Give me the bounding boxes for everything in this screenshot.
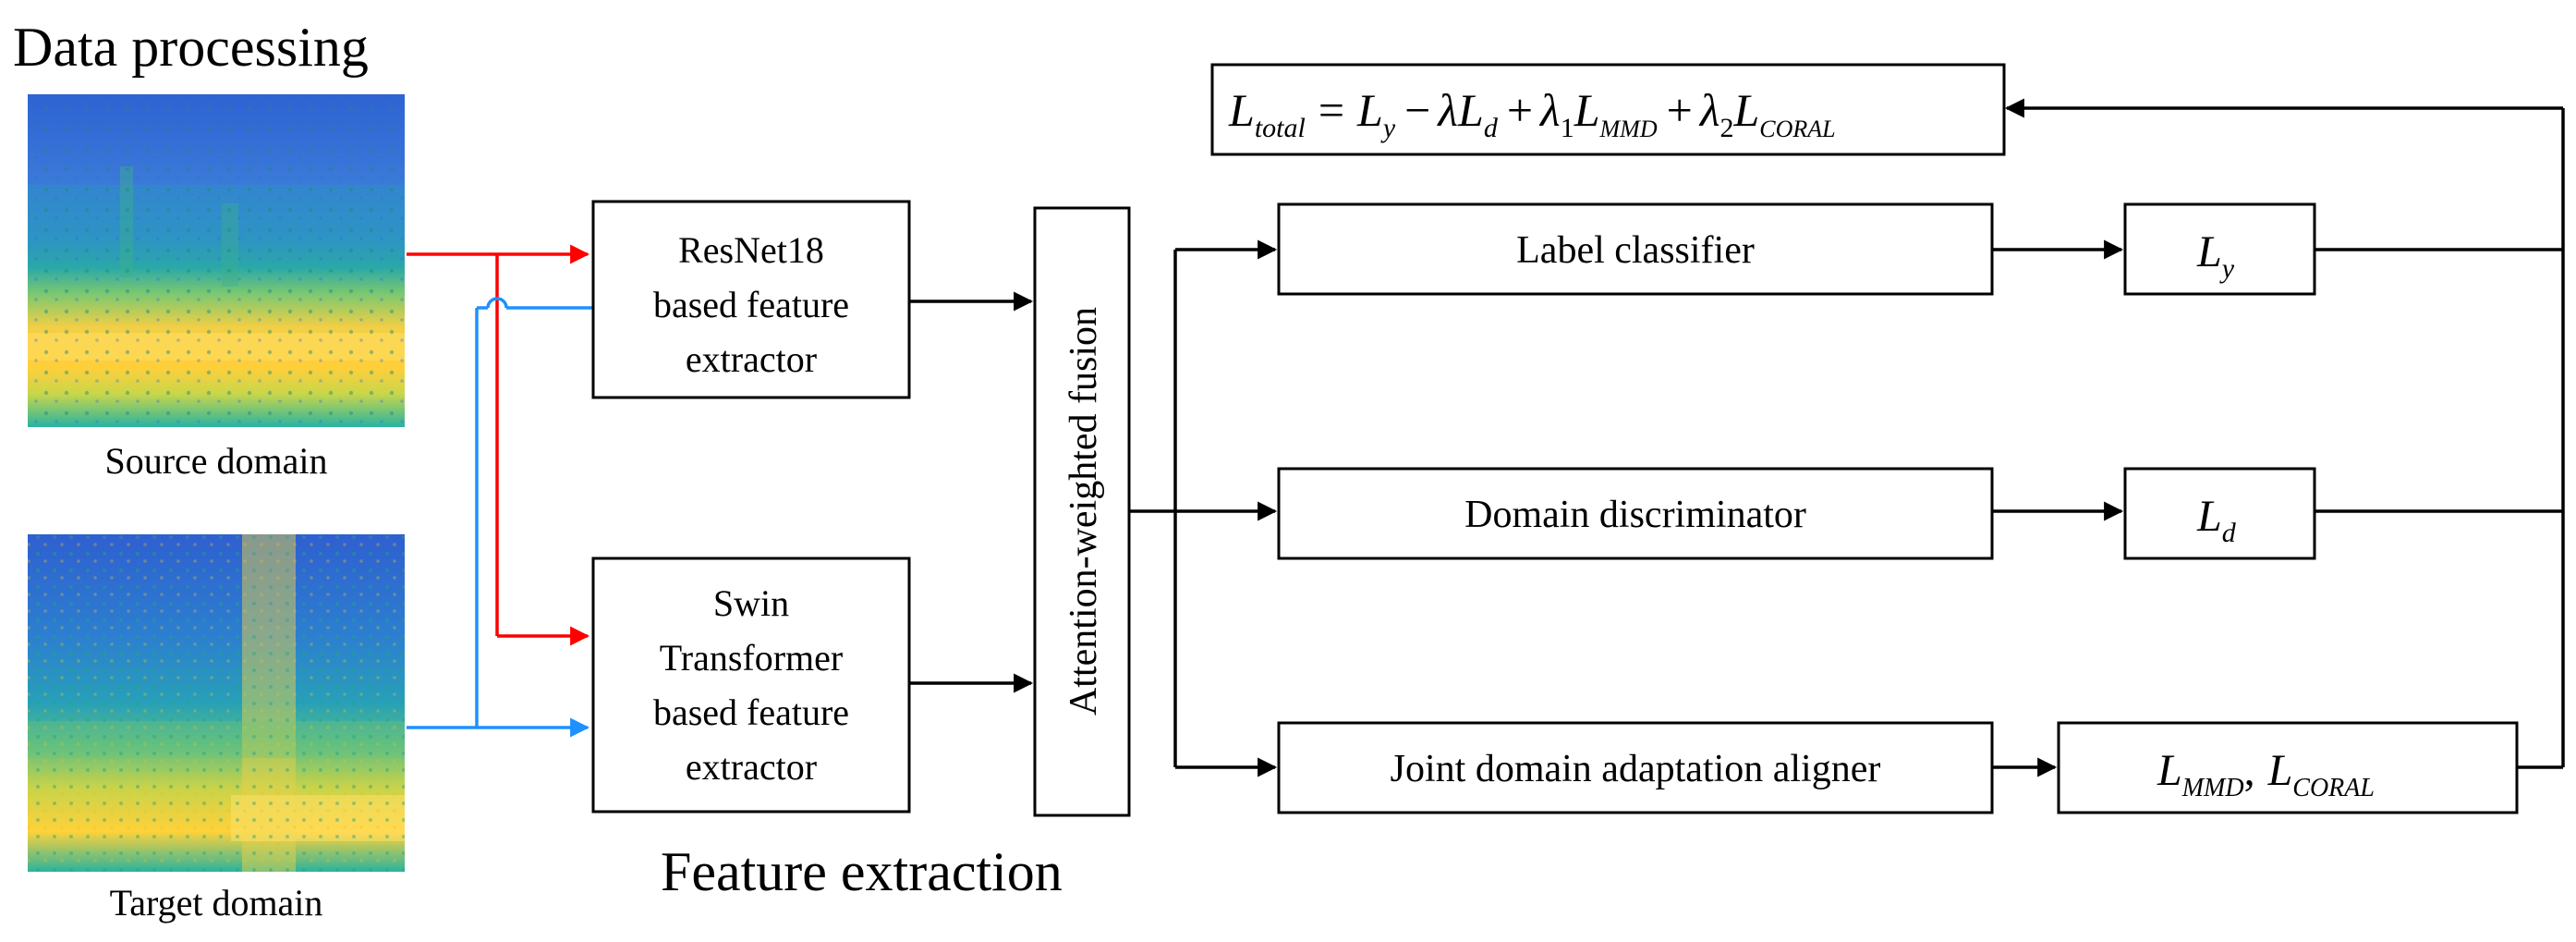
loss-comma: , <box>2244 746 2255 795</box>
domain-discriminator-box: Domain discriminator <box>1277 467 1994 560</box>
target-domain-image <box>28 534 405 872</box>
source-domain-label: Source domain <box>104 440 327 482</box>
formula-lcoral: L <box>1732 84 1759 136</box>
svg-text:Ld: Ld <box>2196 492 2237 548</box>
formula-lambda: λ <box>1436 84 1458 136</box>
ltotal-symbol: L <box>1228 84 1255 136</box>
ly-subscript: y <box>2219 253 2235 284</box>
resnet-line-1: ResNet18 <box>678 229 824 271</box>
lcoral-symbol: L <box>2267 746 2293 795</box>
fusion-output-connector <box>1129 239 1278 777</box>
formula-lmmd: L <box>1574 84 1600 136</box>
formula-equals: = <box>1318 84 1344 136</box>
fusion-box: Attention-weighted fusion <box>1033 206 1131 817</box>
total-loss-box: Ltotal=Ly−λLd+λ1LMMD+λ2LCORAL <box>1210 63 2006 156</box>
fusion-label: Attention-weighted fusion <box>1063 307 1105 716</box>
formula-lambda-1: λ <box>1538 84 1561 136</box>
label-classifier-box: Label classifier <box>1277 202 1994 296</box>
formula-lambda-1-sub: 1 <box>1561 113 1574 143</box>
formula-ly: L <box>1356 84 1383 136</box>
formula-plus-2: + <box>1667 84 1693 136</box>
ld-subscript: d <box>2222 518 2237 548</box>
formula-minus: − <box>1404 84 1430 136</box>
lmmd-lcoral-loss-box: LMMD,LCORAL <box>2057 721 2519 814</box>
swin-line-4: extractor <box>686 746 817 788</box>
domain-discriminator-label: Domain discriminator <box>1464 494 1806 536</box>
swin-line-3: based feature <box>653 691 849 733</box>
ld-loss-box: Ld <box>2123 467 2316 560</box>
lmmd-symbol: L <box>2157 746 2182 795</box>
formula-plus-1: + <box>1507 84 1533 136</box>
label-classifier-label: Label classifier <box>1516 229 1755 272</box>
svg-text:Ly: Ly <box>2196 227 2235 284</box>
swin-line-1: Swin <box>713 582 789 624</box>
lcoral-subscript: CORAL <box>2292 774 2375 802</box>
joint-aligner-label: Joint domain adaptation aligner <box>1391 748 1881 790</box>
swin-line-2: Transformer <box>660 637 844 679</box>
formula-ld: L <box>1457 84 1484 136</box>
svg-text:LMMD,LCORAL: LMMD,LCORAL <box>2157 746 2375 802</box>
feature-extraction-heading: Feature extraction <box>661 841 1063 902</box>
data-processing-heading: Data processing <box>13 17 369 78</box>
formula-lambda-2: λ <box>1698 84 1720 136</box>
formula-ld-sub: d <box>1484 113 1499 143</box>
ltotal-subscript: total <box>1255 113 1306 143</box>
formula-ly-sub: y <box>1380 113 1396 143</box>
target-connector <box>407 297 593 738</box>
lmmd-subscript: MMD <box>2181 774 2244 802</box>
formula-lambda-2-sub: 2 <box>1719 113 1733 143</box>
swin-extractor-box: Swin Transformer based feature extractor <box>591 557 911 814</box>
ly-symbol: L <box>2196 227 2222 276</box>
svg-text:Ltotal=Ly−λLd+λ1LMMD+λ2LCORAL: Ltotal=Ly−λLd+λ1LMMD+λ2LCORAL <box>1228 84 1836 143</box>
ld-symbol: L <box>2196 492 2222 541</box>
target-domain-label: Target domain <box>110 882 323 924</box>
source-domain-image <box>28 94 405 427</box>
formula-lcoral-sub: CORAL <box>1759 116 1835 142</box>
resnet-extractor-box: ResNet18 based feature extractor <box>591 200 911 399</box>
formula-lmmd-sub: MMD <box>1599 116 1658 142</box>
resnet-line-2: based feature <box>653 284 849 325</box>
source-connector <box>407 244 590 646</box>
joint-aligner-box: Joint domain adaptation aligner <box>1277 721 1994 814</box>
total-loss-feedback-connector <box>2004 98 2565 769</box>
ly-loss-box: Ly <box>2123 202 2316 296</box>
resnet-line-3: extractor <box>686 338 817 380</box>
